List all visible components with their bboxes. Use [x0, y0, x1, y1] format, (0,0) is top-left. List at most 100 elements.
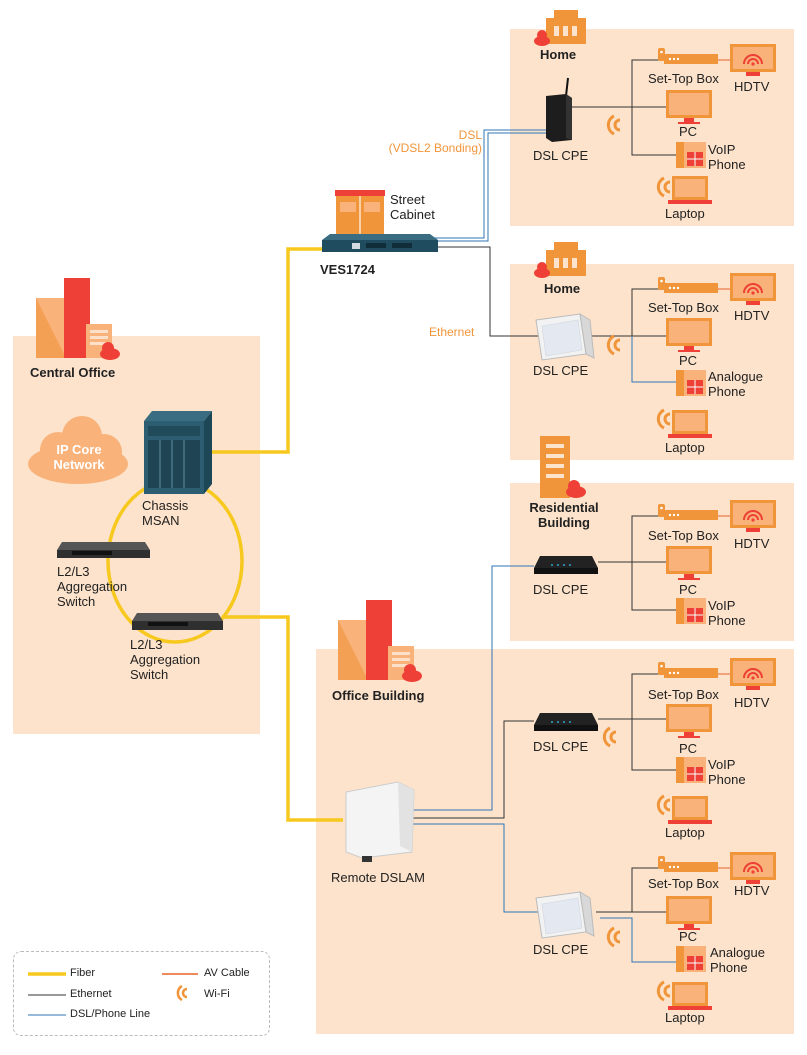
street-cabinet-label: Street Cabinet — [390, 192, 435, 222]
residential-line-2: Building — [538, 515, 590, 530]
office1-pc-icon — [666, 704, 712, 738]
office2-analogue-line-2: Phone — [710, 960, 748, 975]
home2-analogue-line-1: Analogue — [708, 369, 763, 384]
office1-voip-line-1: VoIP — [708, 757, 736, 772]
office1-set-top-box-label: Set-Top Box — [648, 687, 719, 702]
home1-links — [572, 59, 732, 156]
office1-laptop-icon — [668, 796, 712, 824]
office-building-label: Office Building — [332, 688, 425, 703]
residential-voip-line-1: VoIP — [708, 598, 736, 613]
ethernet-link-office-cpe — [412, 720, 534, 819]
agg1-line-1: L2/L3 — [57, 564, 90, 579]
office-dsl-cpe-2-icon — [535, 891, 595, 939]
ethernet-link-label: Ethernet — [429, 325, 475, 339]
fiber-links — [106, 247, 343, 822]
aggregation-switch-2-icon — [132, 613, 223, 630]
home1-hdtv-label: HDTV — [734, 79, 770, 94]
remote-dslam-label: Remote DSLAM — [331, 870, 425, 885]
street-cabinet-line-2: Cabinet — [390, 207, 435, 222]
residential-voip-phone-icon — [675, 597, 707, 625]
dsl-link-label: DSL (VDSL2 Bonding) — [382, 129, 482, 155]
agg2-line-3: Switch — [130, 667, 169, 682]
office1-set-top-box-icon — [658, 662, 718, 678]
home2-dsl-cpe-label: DSL CPE — [533, 363, 589, 378]
legend-swatches — [28, 972, 198, 1016]
office2-analogue-line-1: Analogue — [710, 945, 765, 960]
home1-dsl-cpe-icon — [546, 77, 572, 142]
office2-pc-icon — [666, 896, 712, 930]
home-2-house-icon — [534, 242, 586, 278]
home1-voip-line-1: VoIP — [708, 142, 736, 157]
legend-dsl-label: DSL/Phone Line — [70, 1008, 151, 1020]
office2-pc-label: PC — [679, 929, 698, 944]
home2-cpe-wifi-icon — [606, 334, 622, 356]
legend-fiber-label: Fiber — [70, 967, 96, 979]
chassis-msan-icon — [144, 411, 212, 494]
central-office-zone — [13, 336, 260, 734]
office2-laptop-wifi-icon — [656, 980, 672, 1002]
home1-voip-phone-icon — [675, 141, 707, 169]
chassis-msan-line-1: Chassis — [142, 498, 189, 513]
office1-hdtv-icon — [729, 657, 777, 691]
dslam-links — [412, 565, 540, 913]
home2-hdtv-icon — [729, 272, 777, 306]
home1-set-top-box-label: Set-Top Box — [648, 71, 719, 86]
chassis-msan-line-2: MSAN — [142, 513, 180, 528]
home1-voip-line-2: Phone — [708, 157, 746, 172]
home1-laptop-label: Laptop — [665, 206, 705, 221]
chassis-msan-label: Chassis MSAN — [142, 498, 188, 528]
agg2-line-2: Aggregation — [130, 652, 201, 667]
office-cpe1-links — [598, 673, 732, 771]
aggregation-switch-1-label: L2/L3 Aggregation Switch — [57, 564, 127, 609]
home2-set-top-box-icon — [658, 277, 718, 293]
home1-hdtv-icon — [729, 43, 777, 77]
home1-cpe-wifi-icon — [606, 114, 622, 136]
home2-laptop-icon — [668, 410, 712, 438]
home1-pc-label: PC — [679, 124, 698, 139]
dsl-bonded-links — [432, 129, 548, 242]
home2-pc-icon — [666, 318, 712, 352]
ip-core-line-2: Network — [53, 457, 105, 472]
residential-dsl-cpe-icon — [534, 556, 598, 574]
residential-voip-phone-label: VoIP Phone — [708, 598, 746, 628]
home2-set-top-box-label: Set-Top Box — [648, 300, 719, 315]
aggregation-switch-2-label: L2/L3 Aggregation Switch — [130, 637, 200, 682]
office-building-icon — [338, 600, 422, 682]
home-1-label: Home — [540, 47, 577, 62]
home1-set-top-box-icon — [658, 48, 718, 64]
office1-hdtv-label: HDTV — [734, 695, 770, 710]
residential-pc-label: PC — [679, 582, 698, 597]
office1-pc-label: PC — [679, 741, 698, 756]
office1-laptop-label: Laptop — [665, 825, 705, 840]
home2-pc-label: PC — [679, 353, 698, 368]
office2-set-top-box-icon — [658, 856, 718, 872]
residential-pc-icon — [666, 546, 712, 580]
legend-ethernet-label: Ethernet — [70, 988, 112, 1000]
office2-set-top-box-label: Set-Top Box — [648, 876, 719, 891]
home1-laptop-icon — [668, 176, 712, 204]
residential-hdtv-icon — [729, 499, 777, 533]
street-cabinet-icon — [335, 190, 385, 234]
remote-dslam-icon — [345, 781, 415, 862]
legend-wifi-icon — [176, 984, 188, 1002]
office-dsl-cpe-1-label: DSL CPE — [533, 739, 589, 754]
office2-analogue-phone-icon — [675, 945, 707, 973]
ves1724-icon — [322, 234, 438, 252]
office1-laptop-wifi-icon — [656, 794, 672, 816]
office2-hdtv-label: HDTV — [734, 883, 770, 898]
legend: Fiber Ethernet DSL/Phone Line AV Cable W… — [13, 951, 270, 1036]
office1-voip-line-2: Phone — [708, 772, 746, 787]
office-dsl-cpe-1-icon — [534, 713, 598, 731]
home1-voip-phone-label: VoIP Phone — [708, 142, 746, 172]
home-1-house-icon — [534, 10, 586, 46]
dsl-link-line-2: (VDSL2 Bonding) — [388, 141, 482, 155]
home1-pc-icon — [666, 90, 712, 124]
residential-line-1: Residential — [529, 500, 599, 515]
office2-hdtv-icon — [729, 851, 777, 885]
street-cabinet-line-1: Street — [390, 192, 425, 207]
home2-laptop-wifi-icon — [656, 408, 672, 430]
central-office-label: Central Office — [30, 365, 116, 380]
ip-core-cloud-icon — [28, 416, 128, 484]
residential-voip-line-2: Phone — [708, 613, 746, 628]
